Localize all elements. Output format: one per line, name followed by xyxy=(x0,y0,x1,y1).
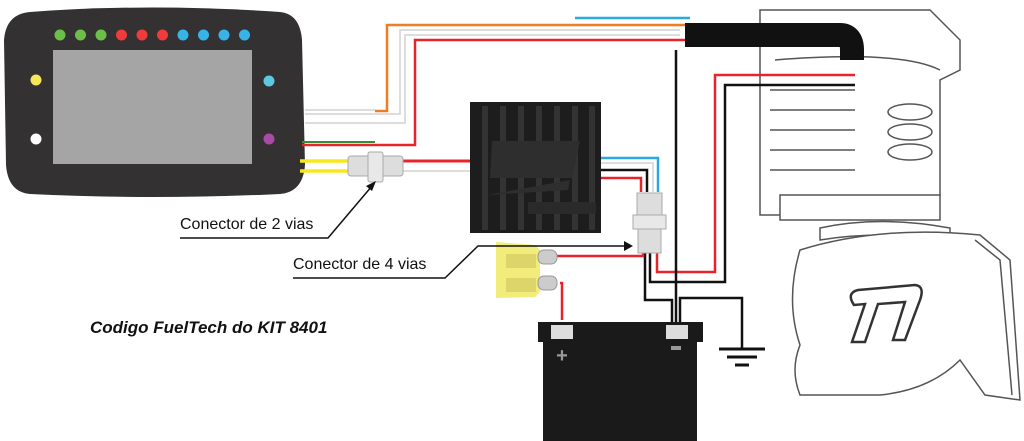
arrow-icon xyxy=(624,241,633,251)
battery-plus-label: + xyxy=(556,345,568,367)
led-purple xyxy=(263,133,275,145)
shift-light-led xyxy=(218,29,230,41)
shift-light-led xyxy=(198,29,209,41)
shift-light-led xyxy=(116,29,127,41)
fuse xyxy=(496,242,558,298)
throttle-body xyxy=(759,9,1021,401)
shift-light-led xyxy=(239,29,250,41)
dash-display xyxy=(4,7,305,197)
leader-lines xyxy=(180,185,628,279)
led-white xyxy=(30,133,42,145)
arrow-icon xyxy=(366,181,376,191)
shift-light-led xyxy=(54,29,66,41)
shift-light-led xyxy=(95,29,107,41)
fueltech-module xyxy=(470,102,601,233)
connector-4-label: Conector de 4 vias xyxy=(293,256,427,273)
shift-light-led xyxy=(157,29,168,41)
shift-light-led xyxy=(75,29,86,41)
connector-4-way[interactable] xyxy=(632,192,667,254)
battery-positive-terminal[interactable] xyxy=(551,325,573,339)
battery-negative-terminal[interactable] xyxy=(666,325,688,339)
ft-logo-icon xyxy=(490,141,580,178)
shift-light-led xyxy=(177,29,189,41)
fueltech-logo-icon xyxy=(849,283,923,344)
wire-loom-sleeve xyxy=(685,23,864,60)
throttle-wires xyxy=(643,50,855,348)
shift-light-led xyxy=(136,29,148,41)
connector-2-label: Conector de 2 vias xyxy=(180,216,314,233)
module-wires xyxy=(557,156,660,320)
battery-minus-icon xyxy=(671,346,681,350)
ground-icon xyxy=(719,347,765,367)
shift-lights xyxy=(54,29,250,41)
battery: + xyxy=(538,322,703,441)
led-cyan xyxy=(263,75,275,87)
dash-screen xyxy=(53,50,252,164)
kit-caption: Codigo FuelTech do KIT 8401 xyxy=(90,318,328,337)
dash-wires xyxy=(300,16,690,173)
connector-2-way[interactable] xyxy=(347,151,404,183)
led-yellow xyxy=(30,74,42,86)
